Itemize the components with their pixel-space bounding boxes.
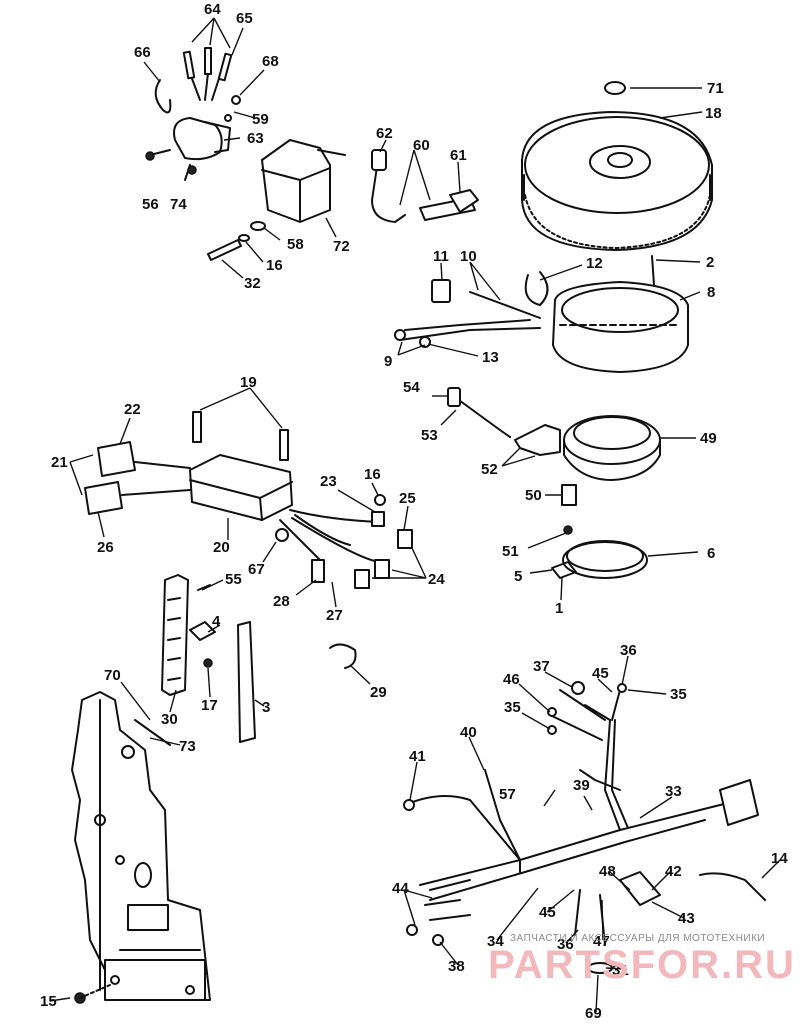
callout-label: 67 — [248, 561, 265, 578]
callout-label: 68 — [262, 53, 279, 70]
callout-label: 43 — [678, 910, 695, 927]
callout-label: 61 — [450, 147, 467, 164]
callout-label: 20 — [213, 539, 230, 556]
callout-label: 8 — [707, 284, 715, 301]
callout-label: 6 — [707, 545, 715, 562]
wire-clip — [329, 643, 357, 669]
callout-label: 2 — [706, 254, 714, 271]
callout-label: 26 — [97, 539, 114, 556]
callout-label: 57 — [499, 786, 516, 803]
power-pack — [84, 411, 413, 589]
callout-label: 47 — [593, 933, 610, 950]
callout-label: 11 — [433, 248, 449, 265]
callout-labels: 64 65 66 68 59 63 56 74 62 60 61 71 18 5… — [40, 1, 788, 1022]
callout-label: 65 — [236, 10, 253, 27]
timer-base — [447, 387, 661, 579]
leader-lines — [49, 17, 781, 1013]
watermark: ЗАПЧАСТИ И АКСЕССУАРЫ ДЛЯ МОТОТЕХНИКИ PA… — [488, 933, 796, 987]
callout-label: 13 — [482, 349, 499, 366]
callout-label: 36 — [620, 642, 637, 659]
flywheel — [521, 81, 713, 251]
callout-label: 40 — [460, 724, 477, 741]
callout-label: 18 — [705, 105, 722, 122]
callout-label: 52 — [481, 461, 498, 478]
callout-label: 16 — [364, 466, 381, 483]
callout-label: 72 — [333, 238, 350, 255]
callout-label: 41 — [409, 748, 426, 765]
callout-label: 27 — [326, 607, 343, 624]
callout-label: 70 — [104, 667, 121, 684]
watermark-logo: PARTSFOR.RU — [488, 943, 796, 987]
callout-label: 12 — [586, 255, 603, 272]
callout-label: 25 — [399, 490, 416, 507]
callout-label: 38 — [448, 958, 465, 975]
callout-label: 56 — [142, 196, 159, 213]
callout-label: 28 — [273, 593, 290, 610]
callout-label: 1 — [555, 600, 563, 617]
callout-label: 15 — [40, 993, 57, 1010]
callout-label: 33 — [665, 783, 682, 800]
callout-label: 66 — [134, 44, 151, 61]
callout-label: 32 — [244, 275, 261, 292]
spark-plug-leads — [371, 149, 479, 223]
callout-label: 55 — [225, 571, 242, 588]
callout-label: 54 — [403, 379, 420, 396]
callout-label: 69 — [585, 1005, 602, 1022]
callout-label: 39 — [573, 777, 590, 794]
callout-label: 30 — [161, 711, 178, 728]
watermark-tagline: ЗАПЧАСТИ И АКСЕССУАРЫ ДЛЯ МОТОТЕХНИКИ — [510, 933, 765, 944]
callout-label: 53 — [421, 427, 438, 444]
callout-label: 42 — [665, 863, 682, 880]
callout-label: 63 — [247, 130, 264, 147]
callout-label: 73 — [179, 738, 196, 755]
callout-label: 35 — [670, 686, 687, 703]
callout-label: 58 — [287, 236, 304, 253]
callout-label: 5 — [514, 568, 522, 585]
callout-label: 50 — [525, 487, 542, 504]
callout-label: 23 — [320, 473, 337, 490]
callout-label: 49 — [700, 430, 717, 447]
callout-label: 3 — [262, 699, 270, 716]
mounting-plate — [71, 691, 211, 1004]
callout-label: 17 — [201, 697, 218, 714]
callout-label: 45 — [592, 665, 609, 682]
small-hardware-58-16-32 — [207, 221, 266, 261]
stator — [394, 255, 689, 373]
callout-label: 60 — [413, 137, 430, 154]
callout-label: 9 — [384, 353, 392, 370]
callout-label: 62 — [376, 125, 393, 142]
callout-label: 71 — [707, 80, 724, 97]
callout-label: 16 — [266, 257, 283, 274]
callout-label: 45 — [539, 904, 556, 921]
callout-label: 46 — [503, 671, 520, 688]
callout-label: 21 — [51, 454, 68, 471]
callout-label: 51 — [502, 543, 519, 560]
callout-label: 29 — [370, 684, 387, 701]
callout-label: 74 — [170, 196, 187, 213]
callout-label: 31 — [612, 962, 629, 979]
callout-label: 35 — [504, 699, 521, 716]
callout-label: 44 — [392, 880, 409, 897]
callout-label: 22 — [124, 401, 141, 418]
callout-label: 4 — [212, 613, 221, 630]
callout-label: 24 — [428, 571, 445, 588]
solenoid-assembly — [145, 47, 241, 181]
callout-label: 37 — [533, 658, 550, 675]
ignition-coil — [261, 139, 346, 223]
callout-label: 14 — [771, 850, 788, 867]
callout-label: 19 — [240, 374, 257, 391]
callout-label: 10 — [460, 248, 477, 265]
terminal-strip — [161, 574, 256, 743]
callout-label: 48 — [599, 863, 616, 880]
callout-label: 34 — [487, 933, 504, 950]
wiring-harness — [403, 681, 766, 974]
callout-label: 36 — [557, 936, 574, 953]
callout-label: 59 — [252, 111, 269, 128]
callout-label: 64 — [204, 1, 221, 18]
